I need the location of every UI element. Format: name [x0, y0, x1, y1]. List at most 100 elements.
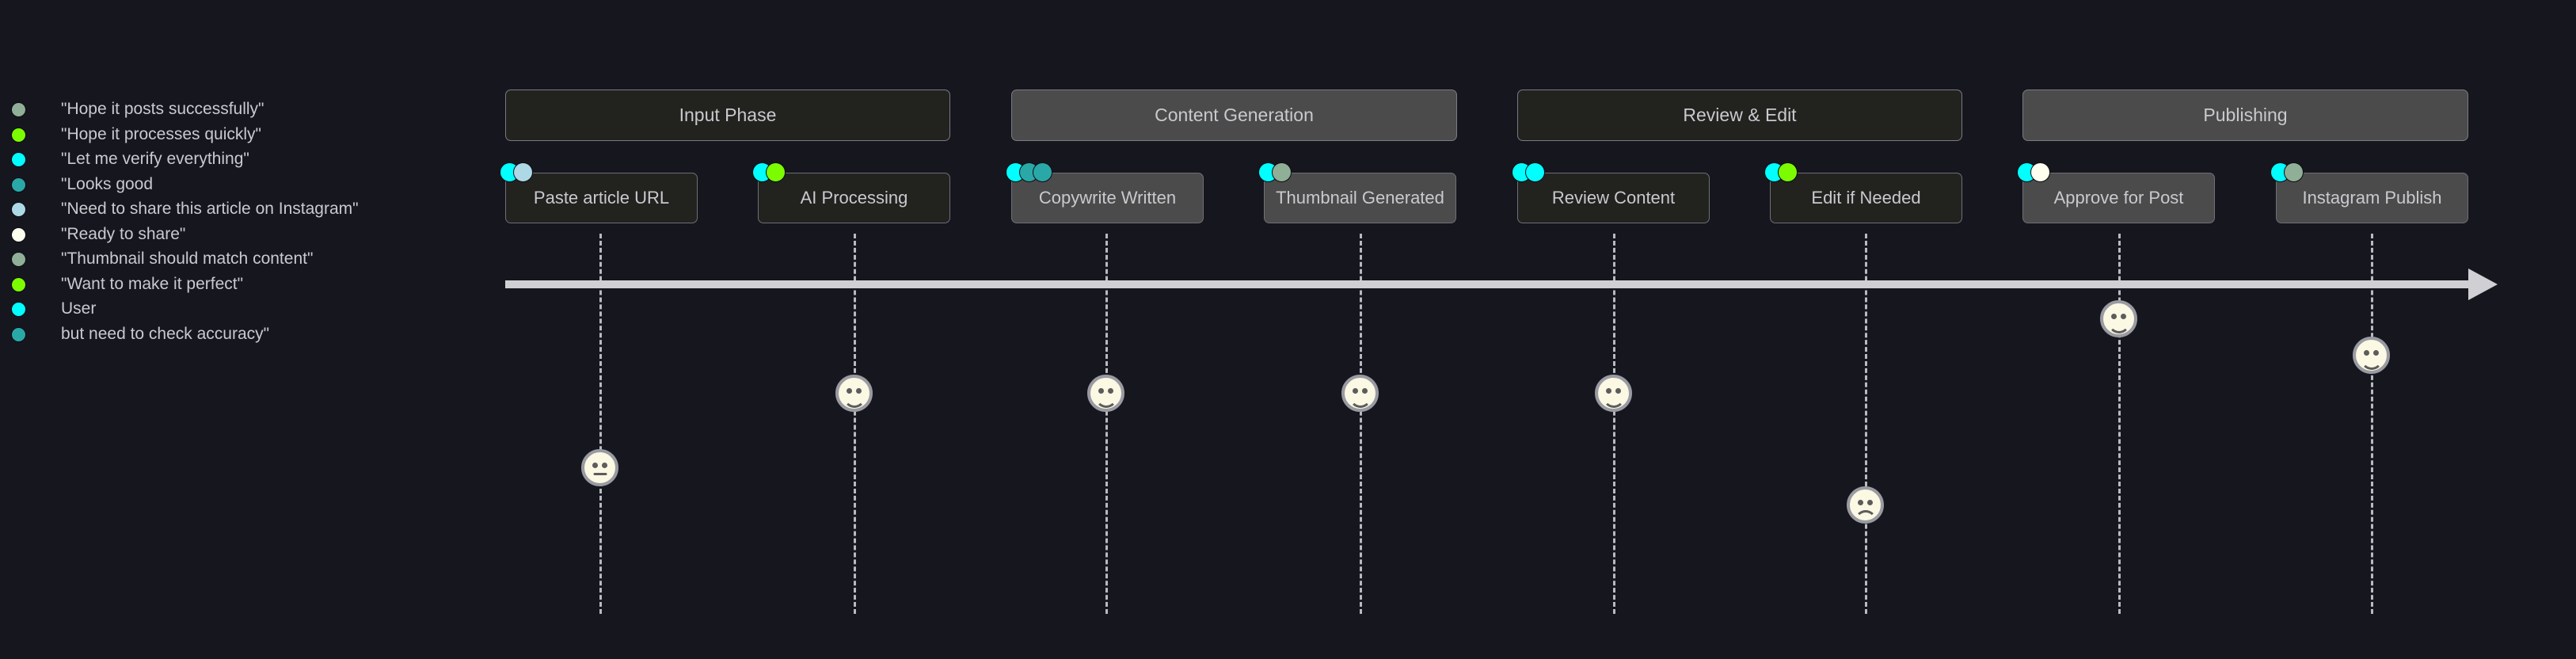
event-marker-group [500, 162, 533, 182]
phase-box[interactable]: Publishing [2022, 90, 2468, 141]
legend-color-dot-icon [11, 202, 26, 217]
legend-item-label: User [61, 299, 97, 318]
face-mouth-icon [843, 393, 866, 408]
event-box[interactable]: Thumbnail Generated [1258, 162, 1456, 223]
phase-label: Publishing [2203, 105, 2288, 125]
event-marker-dot-icon [1525, 162, 1545, 182]
sentiment-face-frown-icon [1847, 486, 1884, 524]
face-eye-right-icon [1362, 388, 1368, 394]
face-eye-left-icon [1098, 388, 1104, 394]
event-marker-dot-icon [1272, 162, 1292, 182]
event-marker-dot-icon [1033, 162, 1052, 182]
face-eye-right-icon [1867, 500, 1873, 505]
event-dropline [599, 234, 602, 614]
event-box[interactable]: AI Processing [752, 162, 950, 223]
legend-item-label: "Want to make it perfect" [61, 274, 244, 293]
event-label: Paste article URL [533, 188, 670, 208]
face-mouth-icon [1349, 393, 1372, 408]
phase-label: Content Generation [1155, 105, 1314, 125]
face-eye-left-icon [592, 463, 598, 468]
event-box[interactable]: Paste article URL [500, 162, 698, 223]
face-eye-left-icon [1353, 388, 1358, 394]
event-box[interactable]: Review Content [1512, 162, 1710, 223]
legend-color-dot-icon [11, 326, 26, 342]
legend-color-dot-icon [11, 252, 26, 267]
event-label: Instagram Publish [2302, 188, 2442, 208]
sentiment-face-neutral-icon [581, 449, 618, 486]
event-dropline [2371, 234, 2373, 614]
event-dropline [1105, 234, 1108, 614]
event-marker-dot-icon [2030, 162, 2050, 182]
face-eye-left-icon [1858, 500, 1863, 505]
legend-item-label: but need to check accuracy" [61, 324, 270, 343]
legend-item-label: "Thumbnail should match content" [61, 250, 314, 268]
phase-box[interactable]: Review & Edit [1517, 90, 1962, 141]
face-eye-right-icon [602, 463, 607, 468]
event-marker-group [2017, 162, 2050, 182]
face-mouth-icon [593, 473, 607, 475]
event-marker-group [752, 162, 786, 182]
legend-item-label: "Need to share this article on Instagram… [61, 200, 359, 218]
event-marker-dot-icon [513, 162, 533, 182]
event-label: Copywrite Written [1038, 188, 1177, 208]
event-marker-dot-icon [2284, 162, 2304, 182]
legend-color-dot-icon [11, 177, 26, 192]
legend-color-dot-icon [11, 152, 26, 167]
legend-item-label: "Looks good [61, 174, 154, 193]
sentiment-face-smile-icon [2353, 337, 2390, 374]
legend-item-label: "Let me verify everything" [61, 150, 249, 168]
face-eye-right-icon [2121, 314, 2126, 319]
event-marker-group [1006, 162, 1052, 182]
legend-color-dot-icon [11, 227, 26, 242]
sentiment-face-smile-icon [1341, 375, 1379, 412]
face-eye-left-icon [2364, 350, 2369, 356]
sentiment-face-smile-icon [835, 375, 873, 412]
sentiment-face-smile-icon [2100, 300, 2137, 337]
face-eye-right-icon [1108, 388, 1113, 394]
event-dropline [1360, 234, 1362, 614]
legend-color-dot-icon [11, 127, 26, 143]
event-box[interactable]: Instagram Publish [2270, 162, 2468, 223]
event-box[interactable]: Edit if Needed [1764, 162, 1962, 223]
face-eye-right-icon [856, 388, 862, 394]
face-eye-left-icon [2111, 314, 2117, 319]
sentiment-face-smile-icon [1087, 375, 1124, 412]
face-eye-left-icon [847, 388, 852, 394]
event-dropline [1613, 234, 1615, 614]
face-mouth-icon [2107, 318, 2130, 333]
timeline-axis [505, 280, 2468, 288]
phase-box[interactable]: Content Generation [1011, 90, 1457, 141]
event-marker-group [1764, 162, 1798, 182]
event-marker-dot-icon [766, 162, 786, 182]
event-dropline [1865, 234, 1867, 614]
face-eye-right-icon [2373, 350, 2379, 356]
event-label: AI Processing [800, 188, 908, 208]
phase-label: Input Phase [679, 105, 777, 125]
legend-item-label: "Hope it processes quickly" [61, 124, 262, 143]
sentiment-face-smile-icon [1595, 375, 1632, 412]
event-box[interactable]: Copywrite Written [1006, 162, 1204, 223]
face-mouth-icon [1094, 393, 1117, 408]
event-marker-group [1512, 162, 1545, 182]
legend-color-dot-icon [11, 102, 26, 117]
legend-color-dot-icon [11, 302, 26, 317]
legend-item-label: "Ready to share" [61, 224, 186, 243]
event-label: Review Content [1551, 188, 1676, 208]
face-eye-left-icon [1606, 388, 1611, 394]
event-box[interactable]: Approve for Post [2017, 162, 2215, 223]
event-label: Edit if Needed [1811, 188, 1921, 208]
event-label: Approve for Post [2053, 188, 2184, 208]
face-eye-right-icon [1615, 388, 1621, 394]
face-mouth-icon [2360, 355, 2383, 370]
event-dropline [854, 234, 856, 614]
face-mouth-icon [1854, 510, 1877, 525]
event-dropline [2118, 234, 2121, 614]
event-label: Thumbnail Generated [1276, 188, 1444, 208]
timeline-arrow-icon [2468, 269, 2498, 300]
legend-item-label: "Hope it posts successfully" [61, 100, 264, 118]
phase-label: Review & Edit [1683, 105, 1797, 125]
event-marker-group [2270, 162, 2304, 182]
event-marker-group [1258, 162, 1292, 182]
phase-box[interactable]: Input Phase [505, 90, 950, 141]
